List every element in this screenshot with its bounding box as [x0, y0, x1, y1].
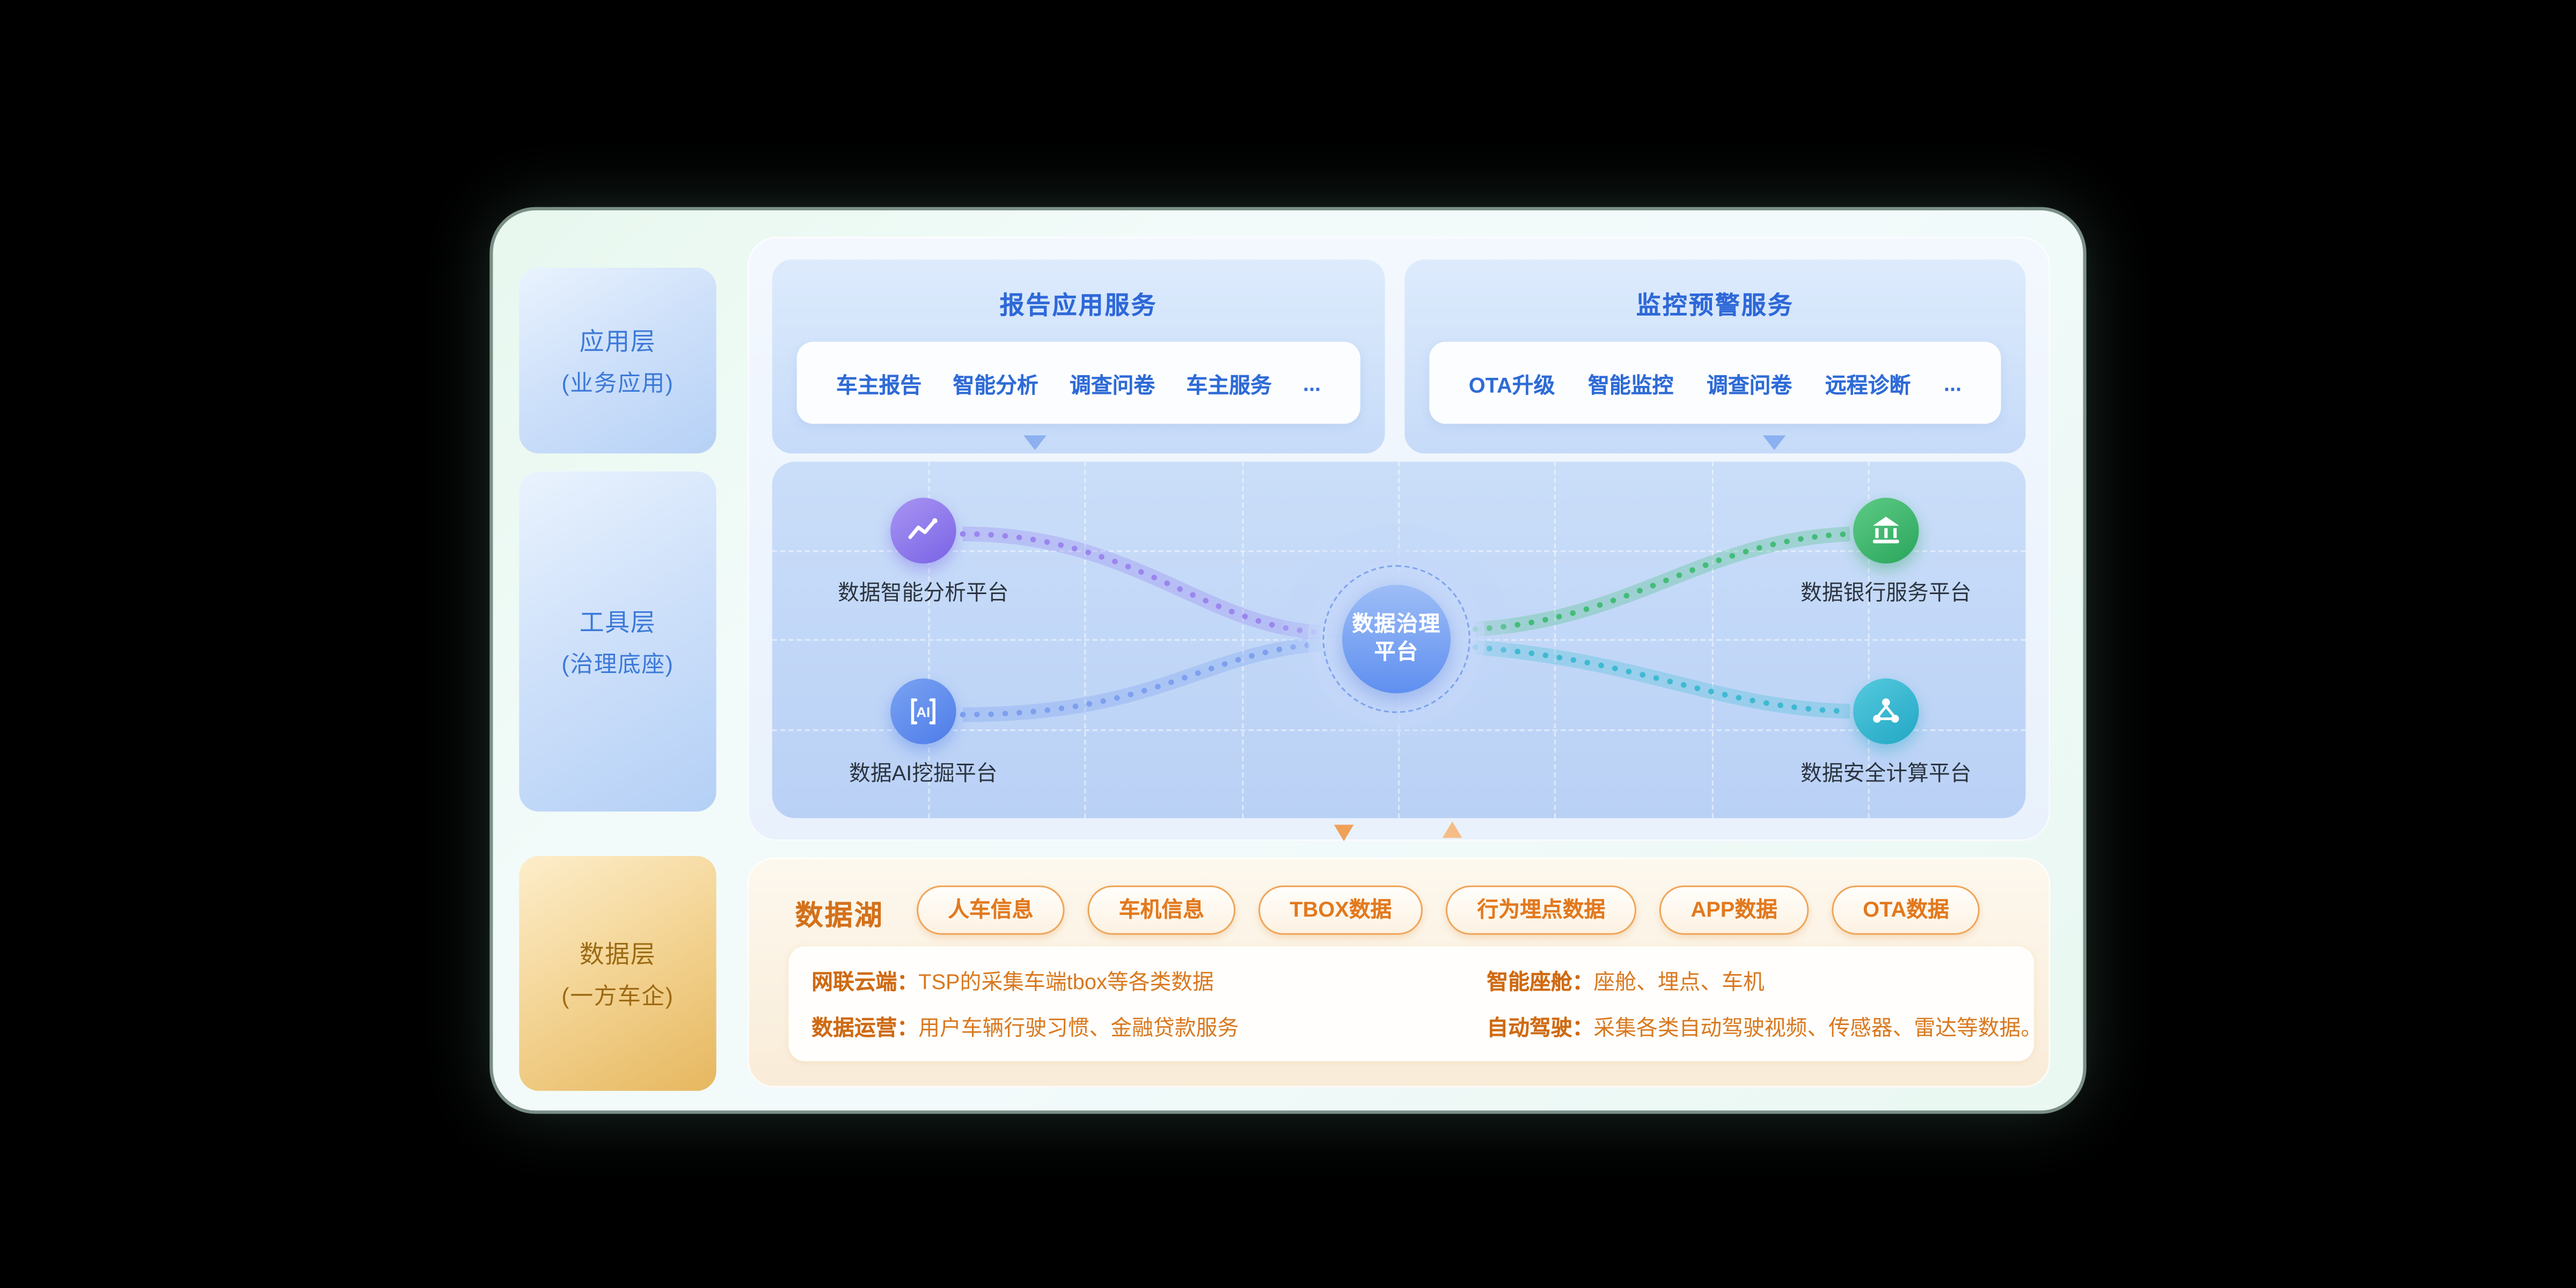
info-line: 数据运营：用户车辆行驶习惯、金融贷款服务	[811, 1005, 1239, 1051]
info-line: 智能座舱：座舱、埋点、车机	[1487, 960, 2042, 1006]
bank-icon	[1853, 497, 1919, 564]
layer-tool: 工具层 (治理底座)	[519, 471, 716, 812]
data-lake-title: 数据湖	[795, 900, 884, 932]
service-item: 智能分析	[953, 372, 1038, 397]
report-service-title: 报告应用服务	[999, 292, 1158, 320]
layer-subtitle: (治理底座)	[561, 649, 674, 676]
layer-title: 应用层	[579, 327, 656, 356]
info-text: 采集各类自动驾驶视频、传感器、雷达等数据。	[1593, 1015, 2043, 1040]
data-tag: OTA数据	[1831, 885, 1980, 935]
info-column-right: 智能座舱：座舱、埋点、车机 自动驾驶：采集各类自动驾驶视频、传感器、雷达等数据。	[1487, 960, 2042, 1051]
data-tag: 行为埋点数据	[1446, 885, 1637, 935]
network-nodes-icon	[1853, 678, 1919, 744]
data-lake-info-box: 网联云端：TSP的采集车端tbox等各类数据 数据运营：用户车辆行驶习惯、金融贷…	[788, 946, 2042, 1062]
governance-hub: 数据治理 平台	[1307, 550, 1485, 728]
arrow-down-icon	[1023, 435, 1046, 450]
platform-node-bank: 数据银行服务平台	[1754, 497, 2017, 606]
ai-icon: AI	[890, 678, 956, 744]
info-line: 自动驾驶：采集各类自动驾驶视频、传感器、雷达等数据。	[1487, 1005, 2042, 1051]
node-label: 数据银行服务平台	[1801, 580, 1972, 605]
info-line: 网联云端：TSP的采集车端tbox等各类数据	[811, 960, 1239, 1006]
layer-data: 数据层 (一方车企)	[519, 855, 716, 1091]
data-lake-section: 数据湖 人车信息 车机信息 TBOX数据 行为埋点数据 APP数据 OTA数据 …	[747, 857, 2051, 1088]
arrow-down-icon	[1762, 435, 1786, 450]
service-item-more: ...	[1302, 370, 1321, 396]
layer-subtitle: (业务应用)	[561, 369, 674, 396]
service-item: 车主服务	[1186, 372, 1272, 397]
connector-curves	[960, 526, 1853, 722]
data-tag: TBOX数据	[1258, 885, 1423, 935]
info-label: 智能座舱：	[1487, 969, 1594, 994]
node-label: 数据AI挖掘平台	[849, 760, 998, 786]
monitor-service-card: 监控预警服务 OTA升级 智能监控 调查问卷 远程诊断 ...	[1404, 259, 2026, 453]
layer-title: 数据层	[579, 940, 656, 969]
service-item: 远程诊断	[1825, 372, 1911, 397]
service-item: 调查问卷	[1070, 372, 1155, 397]
node-label: 数据智能分析平台	[838, 580, 1009, 605]
governance-hub-label: 数据治理 平台	[1342, 584, 1451, 693]
hub-line2: 平台	[1374, 639, 1419, 664]
dashed-ring: 数据治理 平台	[1322, 565, 1470, 713]
info-label: 网联云端：	[811, 969, 919, 994]
service-item: 智能监控	[1588, 372, 1674, 397]
data-tag: 人车信息	[917, 885, 1065, 935]
data-tag: APP数据	[1659, 885, 1809, 935]
platform-node-analysis: 数据智能分析平台	[792, 497, 1055, 606]
line-chart-icon	[890, 497, 956, 564]
platform-node-secure-compute: 数据安全计算平台	[1754, 678, 2017, 787]
node-label: 数据安全计算平台	[1801, 760, 1972, 786]
service-item: 调查问卷	[1707, 372, 1792, 397]
info-text: 座舱、埋点、车机	[1593, 969, 1765, 994]
report-service-card: 报告应用服务 车主报告 智能分析 调查问卷 车主服务 ...	[772, 259, 1385, 453]
services-area: 报告应用服务 车主报告 智能分析 调查问卷 车主服务 ... 监控预警服务 OT…	[747, 236, 2051, 841]
report-service-bar: 车主报告 智能分析 调查问卷 车主服务 ...	[796, 341, 1360, 424]
service-item-more: ...	[1943, 370, 1962, 396]
layer-title: 工具层	[579, 609, 656, 637]
info-text: TSP的采集车端tbox等各类数据	[918, 969, 1214, 994]
arrow-down-icon	[1334, 824, 1354, 841]
monitor-service-title: 监控预警服务	[1636, 292, 1794, 320]
hub-line1: 数据治理	[1352, 611, 1441, 636]
layer-subtitle: (一方车企)	[561, 982, 674, 1008]
info-label: 数据运营：	[811, 1015, 919, 1040]
data-lake-tags: 人车信息 车机信息 TBOX数据 行为埋点数据 APP数据 OTA数据	[917, 885, 1980, 935]
monitor-service-bar: OTA升级 智能监控 调查问卷 远程诊断 ...	[1429, 341, 2001, 424]
service-item: OTA升级	[1468, 372, 1555, 397]
info-column-left: 网联云端：TSP的采集车端tbox等各类数据 数据运营：用户车辆行驶习惯、金融贷…	[811, 960, 1239, 1051]
service-item: 车主报告	[836, 372, 922, 397]
arrow-up-icon	[1442, 821, 1462, 838]
layer-application: 应用层 (业务应用)	[519, 267, 716, 453]
data-tag: 车机信息	[1087, 885, 1236, 935]
svg-text:AI: AI	[916, 704, 930, 720]
platform-node-ai-mining: AI 数据AI挖掘平台	[792, 678, 1055, 787]
info-label: 自动驾驶：	[1487, 1015, 1594, 1040]
architecture-card: 应用层 (业务应用) 工具层 (治理底座) 数据层 (一方车企) 报告应用服务 …	[493, 210, 2083, 1111]
info-text: 用户车辆行驶习惯、金融贷款服务	[918, 1015, 1239, 1040]
governance-panel: 数据治理 平台 数据智能分析平台	[772, 462, 2026, 818]
